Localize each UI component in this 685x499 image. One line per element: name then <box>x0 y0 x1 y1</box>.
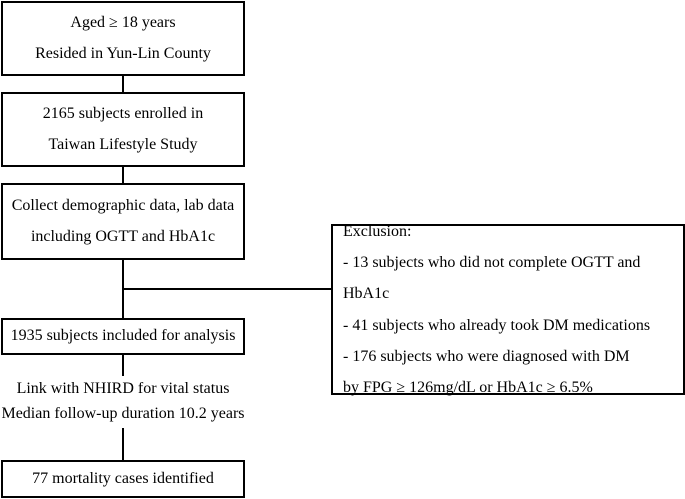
exclusion-item-ogtt: - 13 subjects who did not complete OGTT … <box>343 254 641 303</box>
data-collection-line-2: including OGTT and HbA1c <box>30 227 216 245</box>
eligibility-criteria-box: Aged ≥ 18 years Resided in Yun-Lin Count… <box>1 1 245 76</box>
mortality-line-1: 77 mortality cases identified <box>32 469 214 487</box>
connector-included-to-link <box>122 354 124 376</box>
follow-up-line-2: Median follow-up duration 10.2 years <box>1 405 245 422</box>
follow-up-line-1: Link with NHIRD for vital status <box>16 380 230 398</box>
mortality-box: 77 mortality cases identified <box>1 460 245 498</box>
analysis-cohort-line-1: 1935 subjects included for analysis <box>10 327 236 345</box>
analysis-cohort-box: 1935 subjects included for analysis <box>1 318 245 355</box>
follow-up-text: Link with NHIRD for vital status Median … <box>0 376 246 428</box>
enrollment-line-1: 2165 subjects enrolled in <box>42 105 204 123</box>
enrollment-line-2: Taiwan Lifestyle Study <box>48 135 198 153</box>
data-collection-line-1: Collect demographic data, lab data <box>11 197 235 215</box>
connector-to-exclusion <box>122 288 332 290</box>
exclusion-item-criteria: by FPG ≥ 126mg/dL or HbA1c ≥ 6.5% <box>343 378 593 396</box>
connector-eligibility-to-enrolled <box>122 75 124 93</box>
data-collection-box: Collect demographic data, lab data inclu… <box>1 183 245 260</box>
eligibility-line-1: Aged ≥ 18 years <box>70 14 176 32</box>
exclusion-heading: Exclusion: <box>343 222 412 240</box>
exclusion-box: Exclusion: - 13 subjects who did not com… <box>331 223 685 396</box>
exclusion-item-diagnosed: - 176 subjects who were diagnosed with D… <box>343 347 630 365</box>
connector-enrolled-to-collect <box>122 166 124 184</box>
enrollment-box: 2165 subjects enrolled in Taiwan Lifesty… <box>1 92 245 167</box>
connector-link-to-mortality <box>122 428 124 461</box>
exclusion-item-medications: - 41 subjects who already took DM medica… <box>343 316 651 334</box>
eligibility-line-2: Resided in Yun-Lin County <box>35 44 211 62</box>
